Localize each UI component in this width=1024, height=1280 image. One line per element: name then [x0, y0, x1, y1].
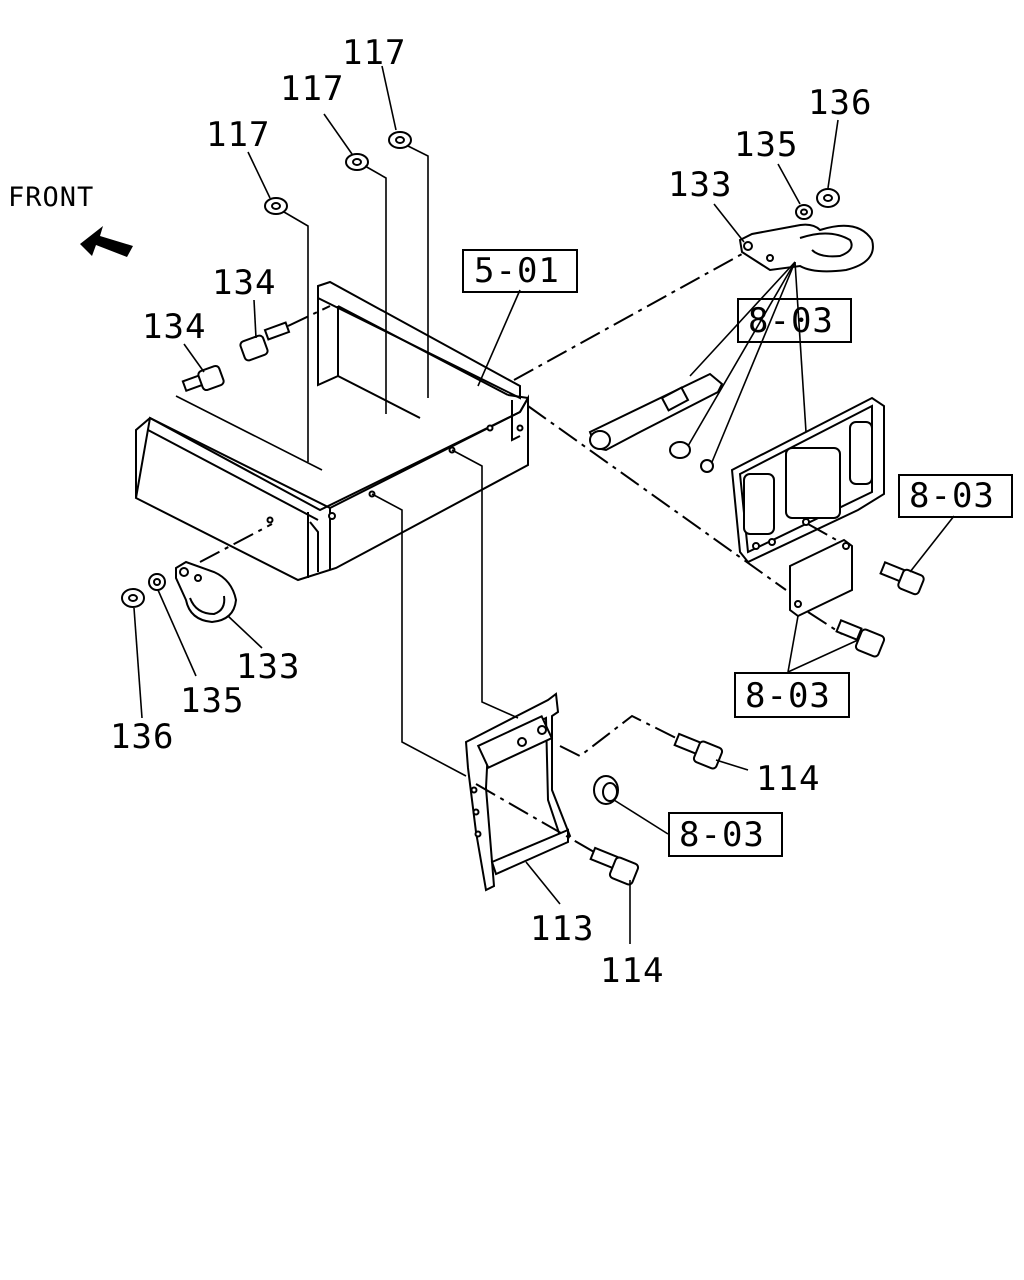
bolt-114-lower[interactable] — [589, 846, 640, 886]
ref-box-8-03-plate[interactable] — [734, 672, 850, 718]
ref-8-03-lamp: 8-03 — [748, 301, 834, 341]
callout-133-left: 133 — [236, 647, 300, 687]
callout-133-right: 133 — [668, 165, 732, 205]
front-arrow-icon — [80, 226, 133, 257]
license-plate[interactable] — [789, 538, 853, 618]
ref-box-8-03-lamp[interactable] — [737, 298, 852, 343]
bolt-134-upper[interactable] — [239, 321, 291, 362]
callout-136-right: 136 — [808, 83, 872, 123]
ref-8-03-plate-bolt: 8-03 — [909, 476, 995, 516]
callout-114-lower: 114 — [600, 951, 664, 991]
rear-lamp-washer[interactable] — [700, 459, 714, 473]
ref-5-01: 5-01 — [474, 251, 560, 291]
rear-lamp-bracket[interactable] — [588, 372, 724, 452]
tow-hook-left[interactable] — [175, 560, 238, 624]
nut-117-right[interactable] — [388, 131, 412, 149]
front-label: FRONT — [8, 182, 94, 213]
callout-117-left: 117 — [206, 115, 270, 155]
nut-117-left[interactable] — [264, 197, 288, 215]
callout-113: 113 — [530, 909, 594, 949]
tow-hook-right[interactable] — [738, 223, 874, 273]
ref-box-8-03-grommet[interactable] — [668, 812, 783, 857]
washer-135-left[interactable] — [148, 573, 166, 591]
ref-box-8-03-plate-bolt[interactable] — [898, 474, 1013, 518]
rear-lamp-nut[interactable] — [669, 441, 691, 459]
nut-117-middle[interactable] — [345, 153, 369, 171]
callout-135-right: 135 — [734, 125, 798, 165]
callout-117-middle: 117 — [280, 69, 344, 109]
grommet-plug[interactable] — [593, 775, 619, 805]
callout-114-upper: 114 — [756, 759, 820, 799]
bolt-134-lower[interactable] — [181, 364, 225, 393]
nut-136-left[interactable] — [121, 588, 145, 608]
callout-136-left: 136 — [110, 717, 174, 757]
nut-136-right[interactable] — [816, 188, 840, 208]
callout-134-upper: 134 — [212, 263, 276, 303]
callout-134-lower: 134 — [142, 307, 206, 347]
plate-bolt-lower[interactable] — [835, 619, 886, 658]
bracket-113[interactable] — [464, 692, 572, 892]
callout-135-left: 135 — [180, 681, 244, 721]
plate-bolt-upper[interactable] — [879, 561, 925, 596]
ref-8-03-grommet: 8-03 — [679, 815, 765, 855]
bolt-114-upper[interactable] — [673, 732, 724, 770]
ref-box-5-01[interactable] — [462, 249, 578, 293]
washer-135-right[interactable] — [795, 204, 813, 220]
ref-8-03-plate: 8-03 — [745, 676, 831, 716]
callout-117-right: 117 — [342, 33, 406, 73]
rear-lamp-housing[interactable] — [730, 396, 885, 564]
